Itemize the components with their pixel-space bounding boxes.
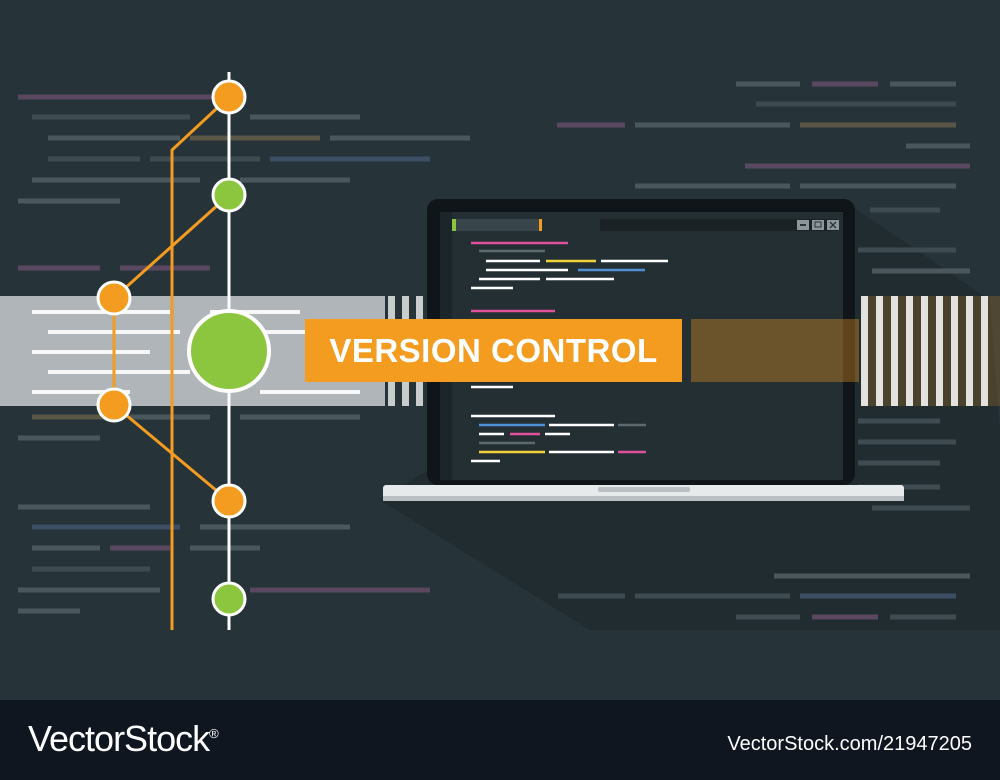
image-id: VectorStock.com/21947205 bbox=[727, 733, 972, 755]
editor-tab bbox=[452, 219, 542, 231]
commit-node bbox=[96, 280, 132, 316]
registered-mark: ® bbox=[209, 726, 219, 741]
brand-name: VectorStock bbox=[28, 718, 210, 759]
feature-branch-line bbox=[112, 193, 231, 503]
release-branch-line bbox=[170, 95, 231, 630]
vectorstock-logo: VectorStock® bbox=[28, 718, 219, 760]
maximize-icon[interactable] bbox=[812, 220, 824, 230]
commit-node bbox=[96, 387, 132, 423]
watermark-footer: VectorStock® VectorStock.com/21947205 bbox=[0, 700, 1000, 780]
commit-node bbox=[211, 79, 247, 115]
commit-node bbox=[211, 483, 247, 519]
head-commit-node bbox=[187, 309, 271, 393]
branch-graph bbox=[96, 72, 271, 630]
commit-node bbox=[211, 581, 247, 617]
editor-code bbox=[471, 241, 668, 463]
orange-band bbox=[691, 319, 859, 382]
version-control-scene bbox=[0, 72, 1000, 630]
version-control-title: VERSION CONTROL bbox=[305, 319, 682, 382]
illustration: VERSION CONTROL bbox=[0, 72, 1000, 630]
commit-node bbox=[211, 177, 247, 213]
laptop bbox=[383, 199, 904, 501]
right-stripes bbox=[861, 296, 1000, 406]
